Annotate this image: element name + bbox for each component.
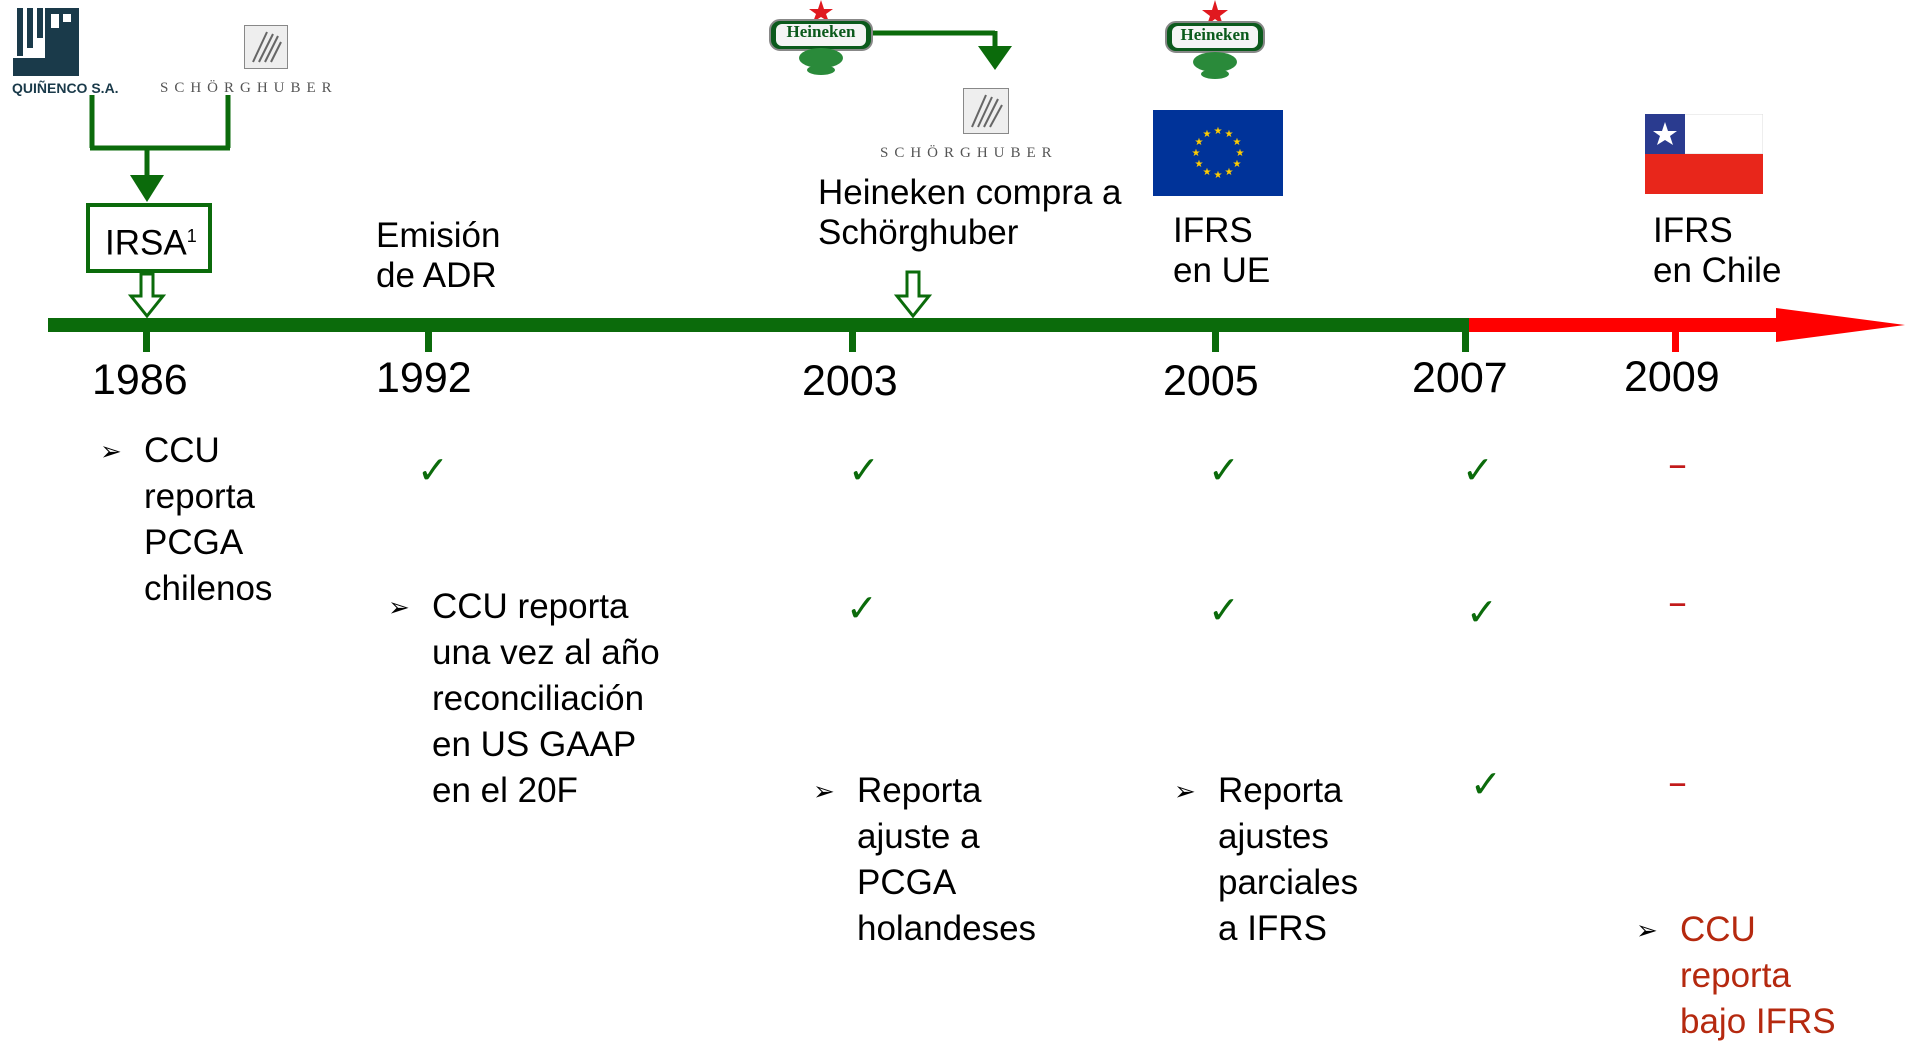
svg-text:★: ★ bbox=[1195, 159, 1204, 170]
svg-text:★: ★ bbox=[1203, 129, 1212, 140]
heineken-line1: Heineken compra a bbox=[818, 173, 1122, 212]
check-icon: ✓ bbox=[1208, 448, 1240, 492]
timeline-bar-red bbox=[1466, 318, 1778, 332]
heineken-arrow bbox=[872, 30, 998, 48]
schorghuber-logo-icon bbox=[244, 25, 288, 69]
ifrs-ue-line2: en UE bbox=[1173, 251, 1271, 290]
adr-line2: de ADR bbox=[376, 256, 497, 295]
svg-text:★: ★ bbox=[1214, 170, 1223, 181]
adr-event-label: Emisión de ADR bbox=[376, 213, 500, 299]
year-2009: 2009 bbox=[1624, 353, 1720, 401]
year-2005: 2005 bbox=[1163, 357, 1259, 405]
quinenco-logo bbox=[13, 8, 79, 76]
year-2003: 2003 bbox=[802, 357, 898, 405]
quinenco-logo-icon bbox=[13, 8, 79, 76]
chile-flag-icon bbox=[1644, 113, 1764, 194]
svg-text:★: ★ bbox=[1225, 129, 1234, 140]
year-1986: 1986 bbox=[92, 356, 188, 404]
bullet-line: Reporta bbox=[857, 771, 982, 810]
heineken-arrowhead bbox=[978, 46, 1012, 70]
bullet-line: CCU reporta bbox=[432, 587, 629, 626]
bullet-line: a IFRS bbox=[1218, 909, 1327, 948]
tick-1992 bbox=[425, 318, 432, 352]
heineken-logo-2005-text: Heineken bbox=[1180, 25, 1250, 44]
tick-2003 bbox=[849, 318, 856, 352]
ifrs-chile-line1: IFRS bbox=[1653, 211, 1733, 250]
svg-text:★: ★ bbox=[1236, 148, 1245, 159]
bullet-line: reconciliación bbox=[432, 679, 645, 718]
bullet-line: reporta bbox=[144, 477, 255, 516]
check-icon: ✓ bbox=[846, 586, 878, 630]
bullet-line: PCGA bbox=[857, 863, 957, 902]
ifrs-ue-label: IFRS en UE bbox=[1173, 208, 1270, 294]
tick-1986 bbox=[143, 318, 150, 352]
check-icon: ✓ bbox=[848, 448, 880, 492]
eu-flag-icon: ★★★ ★★★ ★★★ ★★★ bbox=[1153, 110, 1283, 196]
bullet-line: una vez al año bbox=[432, 633, 660, 672]
ifrs-chile-line2: en Chile bbox=[1653, 251, 1782, 290]
schorghuber-logo-2003-text: SCHÖRGHUBER bbox=[880, 145, 1058, 161]
irsa-text: IRSA bbox=[105, 223, 187, 263]
check-icon: ✓ bbox=[1208, 588, 1240, 632]
ifrs-chile-label: IFRS en Chile bbox=[1653, 208, 1781, 294]
tick-2005 bbox=[1212, 318, 1219, 352]
irsa-label: IRSA1 bbox=[105, 213, 197, 267]
bracket-arrowhead bbox=[130, 175, 164, 202]
check-icon: ✓ bbox=[1470, 762, 1502, 806]
svg-text:★: ★ bbox=[1195, 137, 1204, 148]
dash-icon: – bbox=[1668, 580, 1687, 624]
check-icon: ✓ bbox=[417, 448, 449, 492]
heineken-logo-2005: Heineken bbox=[1162, 0, 1268, 80]
heineken-down-arrow bbox=[893, 270, 933, 319]
bullet-arrow-icon: ➢ bbox=[100, 436, 122, 466]
bullet-line: bajo IFRS bbox=[1680, 1002, 1836, 1041]
bullet-line: en US GAAP bbox=[432, 725, 637, 764]
heineken-logo-text: Heineken bbox=[786, 22, 856, 41]
schorghuber-logo-text: SCHÖRGHUBER bbox=[160, 80, 338, 96]
dash-icon: – bbox=[1668, 442, 1687, 486]
adr-line1: Emisión bbox=[376, 216, 501, 255]
check-icon: ✓ bbox=[1466, 590, 1498, 634]
bullet-line: chilenos bbox=[144, 569, 273, 608]
bullet-line: PCGA bbox=[144, 523, 244, 562]
bullet-line: parciales bbox=[1218, 863, 1359, 902]
svg-text:★: ★ bbox=[1233, 137, 1242, 148]
tick-2009 bbox=[1672, 318, 1679, 352]
heineken-event-label: Heineken compra a Schörghuber bbox=[818, 170, 1122, 256]
ifrs-ue-line1: IFRS bbox=[1173, 211, 1253, 250]
tick-2007 bbox=[1462, 318, 1469, 352]
bullet-arrow-icon: ➢ bbox=[1174, 776, 1196, 806]
timeline-bar-green bbox=[48, 318, 1466, 332]
irsa-footnote: 1 bbox=[186, 226, 197, 246]
bullet-line: ajustes bbox=[1218, 817, 1329, 856]
year-1992: 1992 bbox=[376, 354, 472, 402]
bullet-line: holandeses bbox=[857, 909, 1037, 948]
heineken-line2: Schörghuber bbox=[818, 213, 1019, 252]
quinenco-logo-text: QUIÑENCO S.A. bbox=[12, 80, 119, 96]
schorghuber-logo-2003-icon bbox=[963, 88, 1009, 134]
bullet-line: Reporta bbox=[1218, 771, 1343, 810]
bullet-arrow-icon: ➢ bbox=[388, 592, 410, 622]
bullet-line: en el 20F bbox=[432, 771, 578, 810]
irsa-down-arrow bbox=[127, 272, 167, 319]
svg-text:★: ★ bbox=[1225, 167, 1234, 178]
heineken-logo: Heineken bbox=[768, 0, 874, 76]
bullet-line: reporta bbox=[1680, 956, 1791, 995]
check-icon: ✓ bbox=[1462, 448, 1494, 492]
svg-text:★: ★ bbox=[1233, 159, 1242, 170]
svg-text:★: ★ bbox=[1203, 167, 1212, 178]
year-2007: 2007 bbox=[1412, 354, 1508, 402]
merge-bracket bbox=[89, 95, 231, 178]
bullet-arrow-icon: ➢ bbox=[813, 776, 835, 806]
svg-text:★: ★ bbox=[1214, 126, 1223, 137]
svg-text:★: ★ bbox=[1192, 148, 1201, 159]
bullet-arrow-icon: ➢ bbox=[1636, 915, 1658, 945]
bullet-line: CCU bbox=[144, 431, 220, 470]
bullet-line: ajuste a bbox=[857, 817, 980, 856]
timeline-arrowhead bbox=[1776, 308, 1905, 342]
bullet-line: CCU bbox=[1680, 910, 1756, 949]
irsa-box bbox=[86, 203, 212, 273]
dash-icon: – bbox=[1668, 760, 1687, 804]
